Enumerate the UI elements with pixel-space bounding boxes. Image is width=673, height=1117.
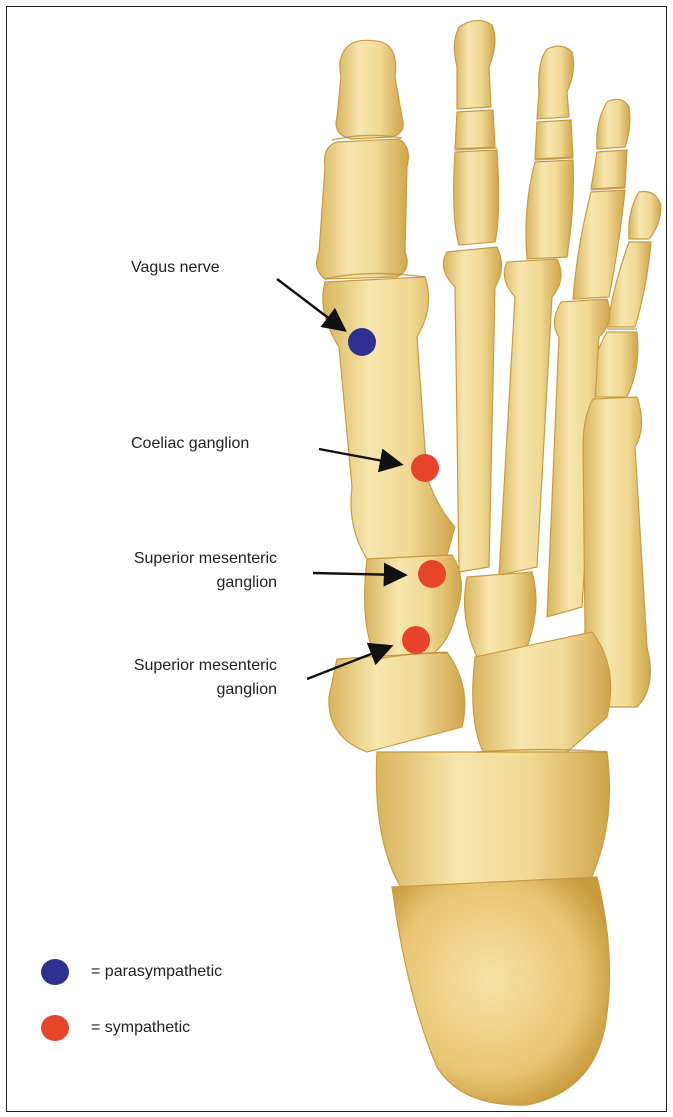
label-superior-mesenteric-2-line2: ganglion bbox=[57, 678, 277, 702]
diagram-frame: Vagus nerve Coeliac ganglion Superior me… bbox=[6, 6, 667, 1112]
label-coeliac-ganglion: Coeliac ganglion bbox=[131, 432, 249, 456]
label-superior-mesenteric-1-line1: Superior mesenteric bbox=[57, 547, 277, 571]
superior-mesenteric-marker-1 bbox=[418, 560, 446, 588]
label-superior-mesenteric-1-line2: ganglion bbox=[57, 571, 277, 595]
legend-parasympathetic-dot bbox=[41, 959, 69, 985]
label-superior-mesenteric-2: Superior mesenteric ganglion bbox=[57, 654, 277, 702]
legend-parasympathetic-text: = parasympathetic bbox=[91, 963, 222, 981]
legend-sympathetic: = sympathetic bbox=[41, 1015, 190, 1041]
label-vagus-nerve: Vagus nerve bbox=[131, 256, 220, 280]
legend-sympathetic-text: = sympathetic bbox=[91, 1019, 190, 1037]
legend-parasympathetic: = parasympathetic bbox=[41, 959, 222, 985]
legend-sympathetic-dot bbox=[41, 1015, 69, 1041]
coeliac-ganglion-marker bbox=[411, 454, 439, 482]
label-superior-mesenteric-1: Superior mesenteric ganglion bbox=[57, 547, 277, 595]
superior-mesenteric-marker-2 bbox=[402, 626, 430, 654]
heel-bone bbox=[392, 877, 610, 1105]
label-superior-mesenteric-2-line1: Superior mesenteric bbox=[57, 654, 277, 678]
vagus-nerve-marker bbox=[348, 328, 376, 356]
